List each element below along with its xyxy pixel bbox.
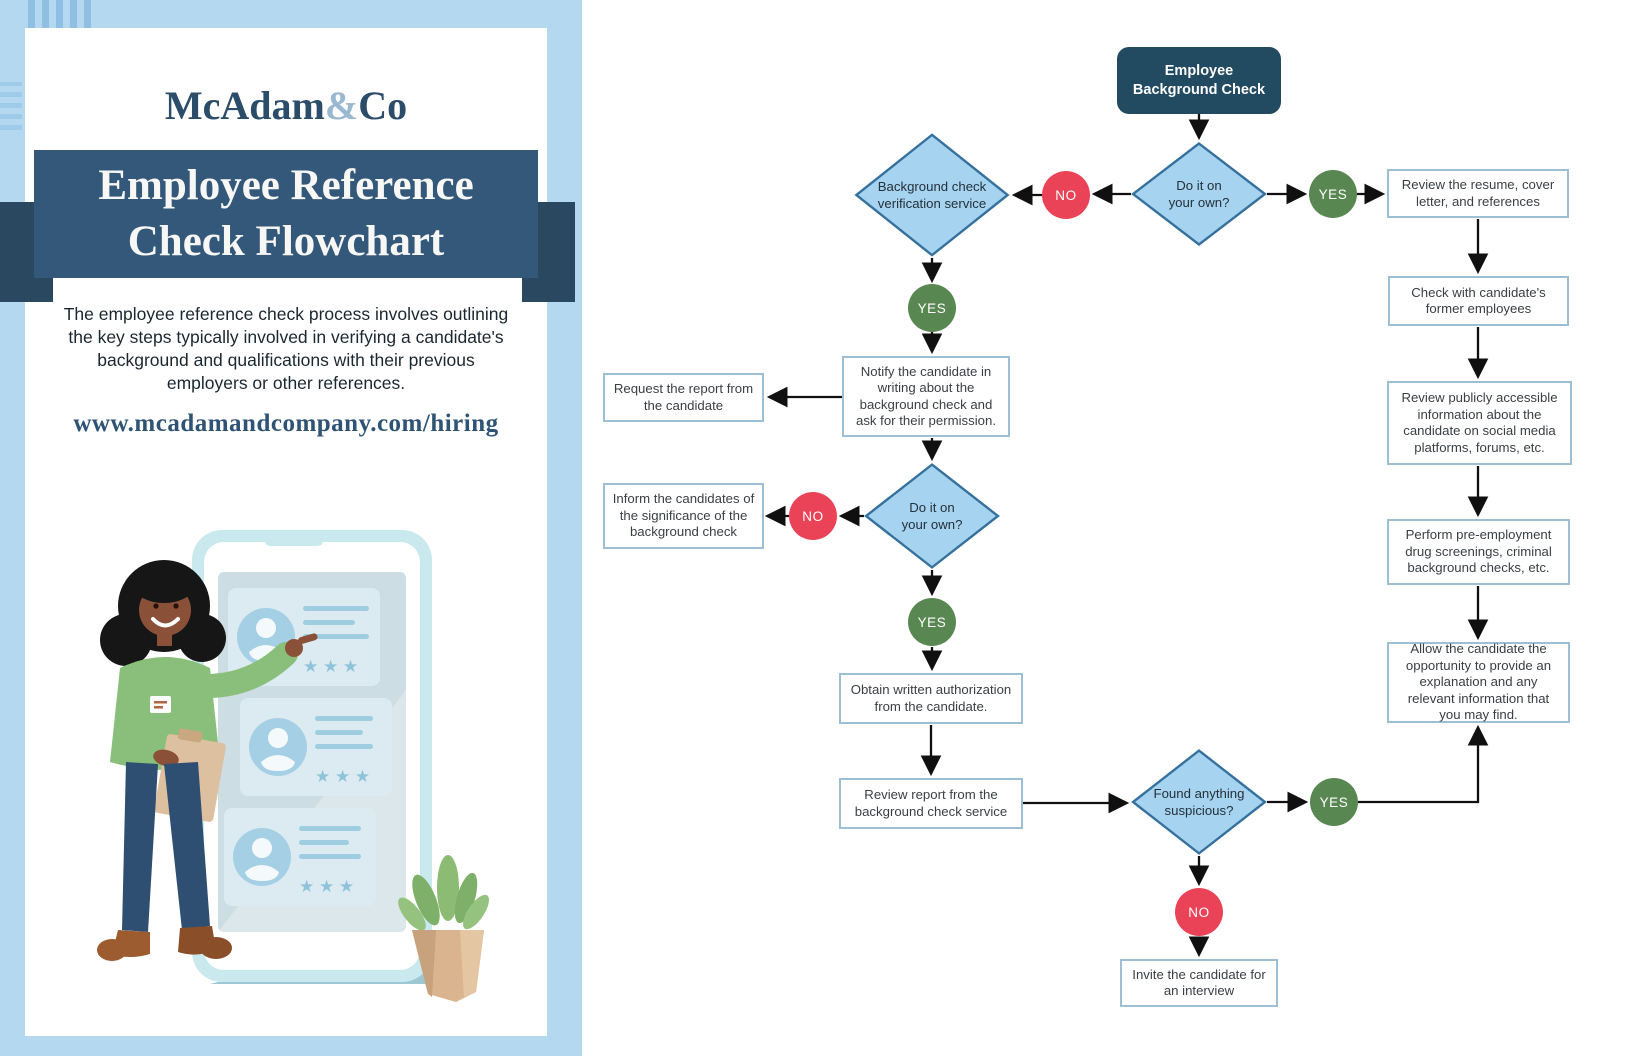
- badge-yes-3: YES: [908, 598, 956, 646]
- rating-stars: ★ ★ ★: [303, 657, 358, 676]
- node-review-public-info: Review publicly accessible information a…: [1387, 381, 1572, 465]
- title-banner: Employee Reference Check Flowchart: [34, 150, 538, 278]
- badge-no-2: NO: [789, 492, 837, 540]
- start-line1: Employee: [1164, 62, 1234, 79]
- badge-no-1: NO: [1042, 171, 1090, 219]
- node-obtain-authorization: Obtain written authorization from the ca…: [839, 673, 1023, 724]
- start-line2: Background Check: [1132, 81, 1266, 98]
- bg-pattern-stripes-left: [0, 82, 22, 130]
- node-review-report: Review report from the background check …: [839, 778, 1023, 829]
- badge-yes-4: YES: [1310, 778, 1358, 826]
- badge-yes-2: YES: [908, 284, 956, 332]
- node-inform-candidates: Inform the candidates of the significanc…: [603, 483, 764, 549]
- logo-prefix: McAdam: [164, 83, 325, 128]
- profile-card: ★ ★ ★: [240, 698, 392, 796]
- badge-yes-1: YES: [1309, 170, 1357, 218]
- node-check-former-employees: Check with candidate's former employees: [1388, 276, 1569, 326]
- company-logo: McAdam&Co: [25, 82, 547, 129]
- node-invite-interview: Invite the candidate for an interview: [1120, 959, 1278, 1007]
- logo-ampersand: &: [324, 83, 359, 128]
- node-review-resume: Review the resume, cover letter, and ref…: [1387, 169, 1569, 218]
- plant-illustration: [398, 855, 490, 1002]
- hiring-url-link[interactable]: www.mcadamandcompany.com/hiring: [73, 410, 499, 437]
- node-allow-explanation: Allow the candidate the opportunity to p…: [1387, 641, 1570, 723]
- node-request-report: Request the report from the candidate: [603, 373, 764, 422]
- badge-no-3: NO: [1175, 888, 1223, 936]
- page-title-line2: Check Flowchart: [127, 218, 445, 265]
- profile-card: ★ ★ ★: [224, 808, 376, 906]
- rating-stars: ★ ★ ★: [315, 767, 370, 786]
- phone-illustration: ★ ★ ★ ★ ★ ★ ★ ★: [192, 530, 432, 984]
- left-panel: McAdam&Co Employee Reference Check Flowc…: [0, 0, 582, 1056]
- page-title-line1: Employee Reference: [98, 162, 474, 209]
- person-illustration: [97, 560, 318, 961]
- bg-pattern-stripes-top: [28, 0, 94, 30]
- intro-description: The employee reference check process inv…: [63, 304, 509, 393]
- node-pre-employment-screenings: Perform pre-employment drug screenings, …: [1387, 519, 1570, 585]
- hiring-illustration: ★ ★ ★ ★ ★ ★ ★ ★: [97, 530, 490, 1002]
- logo-suffix: Co: [358, 83, 408, 128]
- node-notify-candidate: Notify the candidate in writing about th…: [842, 356, 1010, 437]
- rating-stars: ★ ★ ★: [299, 877, 354, 896]
- node-start-employee-background-check: Employee Background Check: [1117, 47, 1281, 114]
